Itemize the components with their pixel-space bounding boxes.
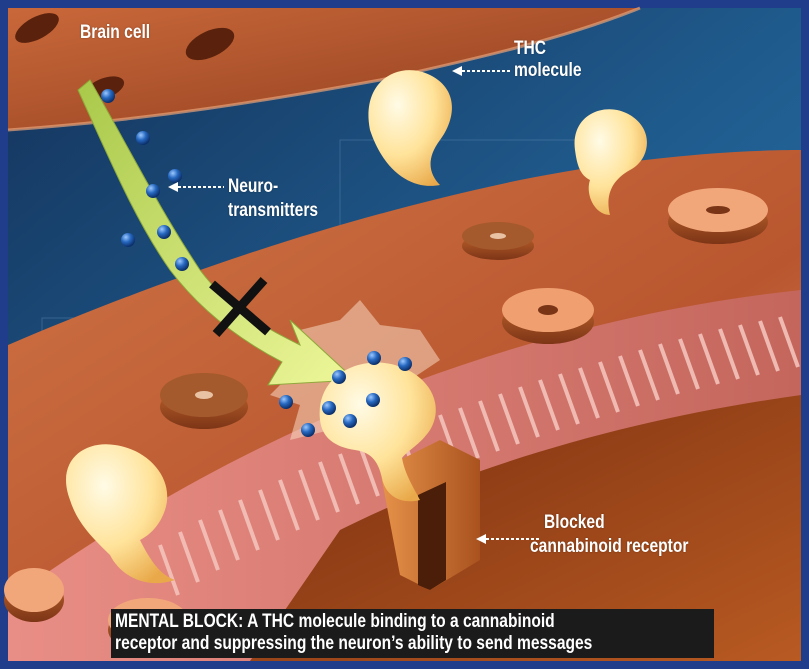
neurotransmitter [367, 351, 381, 365]
neuro-label-line1: Neuro- [228, 176, 278, 198]
disc [668, 188, 768, 244]
neurotransmitter [366, 393, 380, 407]
neurotransmitter [168, 169, 182, 183]
neurotransmitter [343, 414, 357, 428]
blocked-label-line1: Blocked [544, 512, 605, 534]
neurotransmitter [301, 423, 315, 437]
thc-label-line1: THC [514, 38, 546, 60]
neurotransmitter [146, 184, 160, 198]
neurotransmitter [175, 257, 189, 271]
caption-box: MENTAL BLOCK: A THC molecule binding to … [111, 609, 714, 658]
neurotransmitter [101, 89, 115, 103]
neuro-label-line2: transmitters [228, 200, 318, 222]
disc [4, 568, 64, 622]
disc [462, 222, 534, 260]
disc [160, 373, 248, 429]
neurotransmitter [332, 370, 346, 384]
neurotransmitter [157, 225, 171, 239]
thc-label-line2: molecule [514, 60, 582, 82]
neurotransmitter [398, 357, 412, 371]
disc [502, 288, 594, 344]
neurotransmitter [322, 401, 336, 415]
caption-line2: receptor and suppressing the neuron’s ab… [115, 633, 603, 655]
neurotransmitter [279, 395, 293, 409]
caption-line1: MENTAL BLOCK: A THC molecule binding to … [115, 611, 603, 633]
brain-cell-label: Brain cell [80, 22, 150, 44]
neurotransmitter [136, 131, 150, 145]
neurotransmitter [121, 233, 135, 247]
blocked-label-line2: cannabinoid receptor [530, 536, 688, 558]
